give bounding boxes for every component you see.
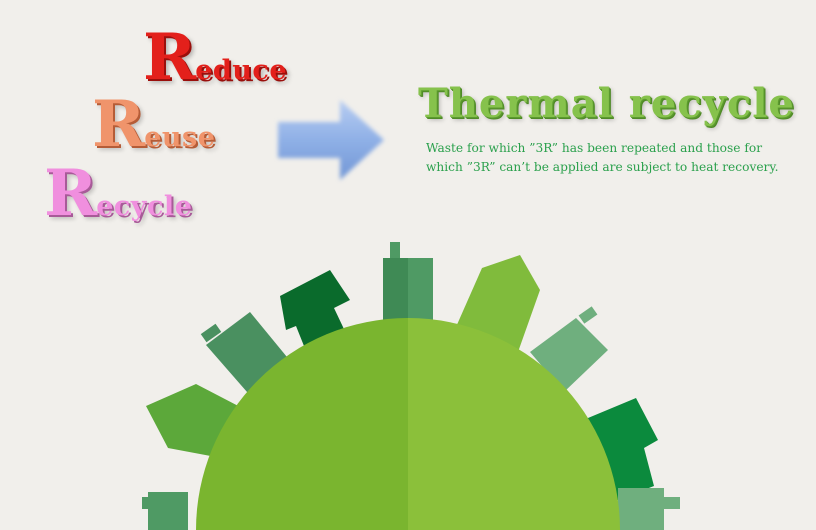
description-line-2: which ”3R” can’t be applied are subject … [426, 160, 779, 174]
description-line-1: Waste for which ”3R” has been repeated a… [426, 141, 763, 155]
reduce-rest: educe [195, 55, 287, 86]
recycle-rest: ecycle [96, 191, 193, 222]
reuse-word: Reuse [92, 93, 215, 157]
reduce-initial: R [143, 20, 196, 95]
factory-center-tower [383, 242, 433, 328]
recycle-initial: R [44, 156, 97, 231]
thermal-recycle-title: Thermal recycle [418, 80, 795, 127]
right-arrow-icon [278, 100, 384, 180]
reuse-rest: euse [144, 122, 216, 153]
recycle-word: Recycle [44, 162, 192, 226]
factory-right-light [452, 255, 540, 352]
green-earth-factory-icon [142, 242, 680, 530]
factory-right-low [618, 488, 680, 530]
reduce-word: Reduce [143, 26, 287, 90]
reuse-initial: R [92, 87, 145, 162]
thermal-recycle-description: Waste for which ”3R” has been repeated a… [426, 139, 798, 177]
factory-left-low [142, 492, 188, 530]
globe [196, 318, 620, 530]
